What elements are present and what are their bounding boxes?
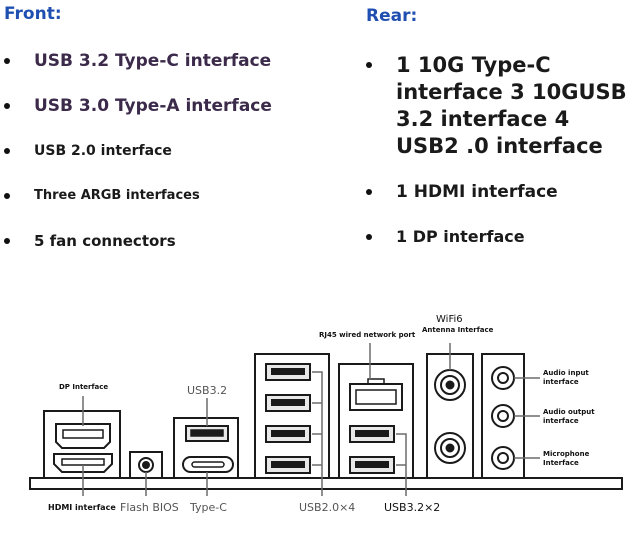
usb20x4-label: USB2.0×4 (299, 501, 356, 514)
mic-jack (491, 446, 515, 470)
bullet-icon (366, 62, 372, 68)
rear-title: Rear: (366, 6, 418, 26)
bullet-icon (4, 103, 10, 109)
front-list: USB 3.2 Type-C interface USB 3.0 Type-A … (4, 48, 324, 254)
dp-hdmi-block (43, 410, 121, 479)
bullet-icon (366, 234, 372, 240)
bullet-icon (4, 238, 10, 244)
bullet-icon (4, 193, 10, 199)
io-baseplate (29, 477, 623, 490)
bullet-icon (4, 58, 10, 64)
antenna-connector (434, 432, 466, 464)
dp-port (55, 423, 111, 449)
audio-in-jack (491, 366, 515, 390)
hdmi-label: HDMI interface (48, 503, 116, 512)
hdmi-port (53, 453, 113, 473)
wifi-label-line1: WiFi6 (436, 314, 463, 325)
usb32x2-label: USB3.2×2 (384, 501, 441, 514)
rear-item: 1 DP interface (366, 225, 638, 249)
rear-item: 1 HDMI interface (366, 180, 638, 204)
rj45-label: RJ45 wired network port (319, 331, 416, 339)
front-item: USB 3.2 Type-C interface (4, 48, 324, 74)
audio-out-jack (491, 404, 515, 428)
rear-item: 1 10G Type-C interface 3 10GUSB 3.2 inte… (366, 52, 638, 160)
dp-label: DP Interface (59, 383, 109, 391)
flash-bios-label: Flash BIOS (120, 501, 179, 514)
wifi-antenna-block (426, 353, 474, 479)
audio-in-label: Audio input interface (543, 369, 589, 386)
bullet-icon (4, 148, 10, 154)
typec-label: Type-C (190, 501, 227, 514)
rear-list: 1 10G Type-C interface 3 10GUSB 3.2 inte… (366, 52, 638, 249)
front-item: 5 fan connectors (4, 228, 324, 254)
front-title: Front: (4, 4, 62, 24)
bullet-icon (366, 189, 372, 195)
typec-port (182, 456, 234, 473)
wifi-label-line2: Antenna Interface (422, 326, 494, 334)
usb20-block (254, 353, 330, 479)
usb32-top-label: USB3.2 (187, 384, 228, 397)
front-item: USB 2.0 interface (4, 138, 324, 164)
rj45-port (349, 383, 403, 411)
rj45-usb32-block (338, 363, 414, 479)
usb32-typec-block (173, 417, 239, 479)
front-item: USB 3.0 Type-A interface (4, 93, 324, 119)
mic-label: Microphone Interface (543, 450, 590, 467)
front-item: Three ARGB interfaces (4, 183, 324, 209)
audio-out-label: Audio output interface (543, 408, 595, 425)
